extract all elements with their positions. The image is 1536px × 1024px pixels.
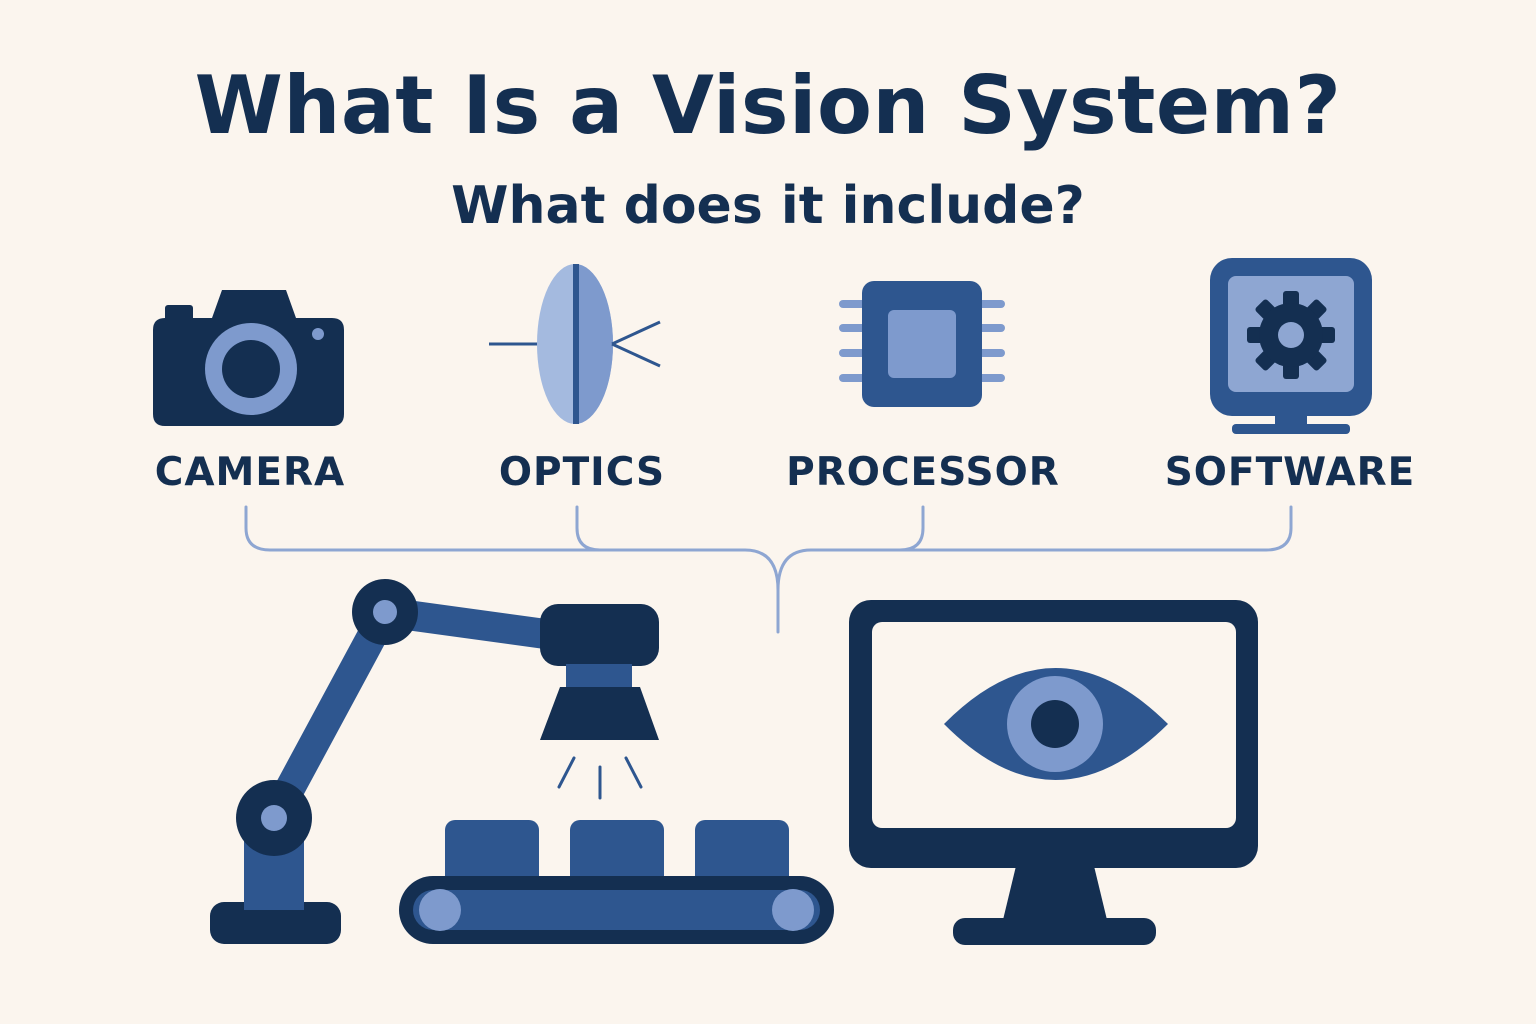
eye-monitor-icon [849, 600, 1258, 945]
connector-brace [244, 505, 1293, 634]
eye-icon [944, 668, 1168, 780]
lens-icon [489, 264, 661, 424]
optics-label: OPTICS [498, 450, 666, 495]
gear-icon [1247, 291, 1335, 379]
camera-label: CAMERA [154, 450, 346, 495]
page-subtitle: What does it include? [451, 176, 1085, 236]
chip-icon [839, 281, 1005, 407]
software-label: SOFTWARE [1164, 450, 1416, 495]
robot-arm-icon [210, 579, 659, 944]
processor-label: PROCESSOR [786, 450, 1060, 495]
page-title: What Is a Vision System? [194, 59, 1342, 152]
gear-monitor-icon [1210, 258, 1372, 434]
camera-icon [153, 290, 344, 426]
conveyor-belt-icon [399, 820, 834, 944]
